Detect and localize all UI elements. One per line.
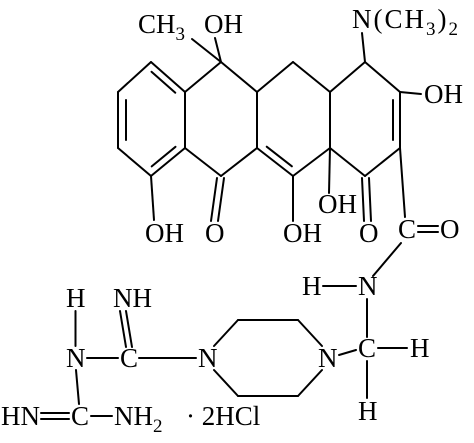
- bond-c6-methyl: [191, 38, 222, 63]
- hydrochloride-salt-label: · 2HCl: [186, 401, 260, 431]
- ring-d-bond-bottom-left: [117, 147, 152, 177]
- bridge-hydrogen-label: H: [66, 283, 86, 313]
- subscript: 3: [176, 24, 186, 45]
- ring-substituent-bonds: [150, 32, 422, 222]
- piperazine-nitrogen-right-label: N: [318, 343, 338, 373]
- ring-c-bond-c6-c5a: [220, 61, 258, 93]
- biguanide-bonds: [40, 310, 197, 420]
- imino-carbon-label: C: [120, 343, 138, 373]
- label-part: ·: [186, 401, 202, 431]
- amide-linker-bonds: [322, 225, 439, 399]
- c10-hydroxyl-label: OH: [145, 218, 184, 248]
- bond-c2-amide-carbon: [399, 147, 406, 218]
- bond-imine-double-line-1: [119, 310, 127, 348]
- label-part: NH: [114, 401, 153, 431]
- subscript: 3: [426, 19, 438, 40]
- amide-nitrogen-label: N: [358, 271, 378, 301]
- ring-b-double-bond-inner-line: [265, 145, 293, 168]
- ring-b: [256, 61, 331, 177]
- piperazine-nitrogen-left-label: N: [198, 343, 218, 373]
- ring-a-bond-c1-c12a: [329, 147, 366, 177]
- piperazine-bond-upper-right: [297, 319, 323, 347]
- ring-d-bond-top-right: [150, 61, 186, 93]
- c12-hydroxyl-label: OH: [283, 218, 322, 248]
- piperazine-bond-lower-left: [213, 369, 239, 397]
- subscript: 2: [449, 19, 461, 40]
- ring-b-bond-c5a-c5: [256, 61, 294, 93]
- amide-hydrogen-label: H: [302, 271, 322, 301]
- ring-b-bond-c12-c11a: [256, 147, 294, 177]
- bond-c1-oxo-line-2: [368, 177, 372, 222]
- amino-nh2-label: NH2: [114, 401, 163, 437]
- bond-c11-oxo-line-1: [210, 177, 218, 222]
- bond-c3-hydroxyl: [399, 91, 422, 95]
- ring-a: [329, 61, 401, 177]
- bond-c11-oxo-line-2: [217, 177, 225, 222]
- c12a-hydroxyl-label: OH: [318, 189, 357, 219]
- amide-carbon-label: C: [398, 214, 416, 244]
- ring-d-bond-bottom-right: [150, 147, 186, 177]
- c1-oxygen-label: O: [359, 218, 379, 248]
- ring-a-bond-c4a-c4: [329, 61, 366, 93]
- ring-a-bond-c4-c3: [364, 61, 401, 93]
- c4-dimethylamino-label: N(CH3)2: [352, 4, 460, 40]
- ring-b-bond-c12a-c12: [292, 147, 331, 177]
- ring-d-bond-top-left: [117, 61, 152, 93]
- label-part: HCl: [215, 401, 260, 431]
- label-part: ): [438, 4, 449, 34]
- ring-d-double-bond-inner-bottom: [150, 145, 177, 168]
- methylene-hydrogen-right-label: H: [410, 333, 430, 363]
- piperazine-bond-upper-left: [213, 319, 239, 347]
- amidine-carbon-label: C: [71, 401, 89, 431]
- ring-c-bond-c11-c10a: [184, 147, 222, 177]
- label-part: 2: [202, 401, 216, 431]
- ring-a-bond-c2-c1: [364, 147, 401, 177]
- methylene-carbon-label: C: [358, 333, 376, 363]
- bond-amide-carbon-nitrogen: [372, 242, 402, 277]
- imine-nh-label: NH: [113, 283, 152, 313]
- bond-methylene-piperazine: [338, 349, 357, 356]
- ring-c-bond-c6a-c6: [184, 61, 222, 93]
- ring-b-bond-c5-c4a: [292, 61, 331, 93]
- bond-bridge-nitrogen-amidine-carbon: [75, 369, 80, 405]
- label-part: N(CH: [352, 4, 426, 34]
- bond-imine-double-line-2: [125, 310, 133, 348]
- bond-c12a-hydroxyl: [328, 147, 331, 194]
- bridge-nitrogen-label: N: [66, 343, 86, 373]
- piperazine-ring: [213, 319, 323, 397]
- bond-c6-hydroxyl: [214, 37, 222, 63]
- ring-system-labels: CH3 OH N(CH3)2 OH OH O OH OH O: [138, 4, 463, 248]
- piperazine-bond-lower-right: [297, 369, 323, 397]
- bond-c4-dimethylamino: [361, 32, 366, 63]
- amide-linker-labels: C O H N C H H: [302, 214, 460, 426]
- c11-oxygen-label: O: [205, 218, 225, 248]
- ring-d-benzene: [117, 61, 186, 177]
- label-part: CH: [138, 9, 176, 39]
- ring-c: [184, 61, 258, 177]
- bond-c10-hydroxyl: [150, 175, 155, 221]
- piperazine-labels: N N: [198, 343, 338, 373]
- c3-hydroxyl-label: OH: [424, 79, 463, 109]
- subscript: 2: [153, 416, 163, 437]
- biguanide-labels: H NH N C HN C NH2 · 2HCl: [1, 283, 260, 437]
- methylene-hydrogen-bottom-label: H: [358, 396, 378, 426]
- ring-c-bond-c11a-c11: [220, 147, 258, 177]
- bond-c1-oxo-line-1: [361, 177, 365, 222]
- c6-methyl-label: CH3: [138, 9, 185, 45]
- c6-hydroxyl-label: OH: [204, 9, 243, 39]
- ring-d-double-bond-inner-top: [150, 70, 177, 94]
- imine-hn-label: HN: [1, 401, 40, 431]
- amide-oxygen-label: O: [440, 214, 460, 244]
